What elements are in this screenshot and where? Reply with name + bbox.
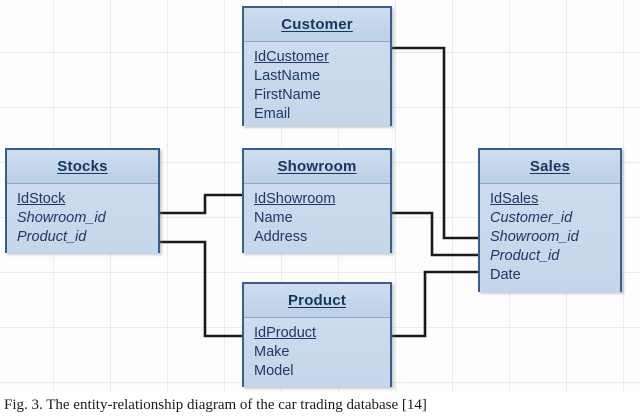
- entity-customer-title: Customer: [281, 16, 353, 33]
- entity-product[interactable]: Product IdProduct Make Model: [242, 282, 392, 387]
- attribute-row: IdSales: [490, 191, 539, 207]
- attribute-row: Model: [254, 363, 294, 379]
- attribute-row: Product_id: [17, 229, 87, 245]
- entity-customer[interactable]: Customer IdCustomer LastName FirstName E…: [242, 6, 392, 126]
- entity-showroom[interactable]: Showroom IdShowroom Name Address: [242, 148, 392, 253]
- connector-product-sales: [392, 270, 478, 338]
- attribute-row: Product_id: [490, 248, 560, 264]
- entity-sales-attributes: IdSales Customer_id Showroom_id Product_…: [480, 184, 620, 292]
- attribute-row: Showroom_id: [490, 229, 579, 245]
- entity-stocks[interactable]: Stocks IdStock Showroom_id Product_id: [5, 148, 160, 253]
- entity-product-title: Product: [287, 292, 347, 309]
- attribute-row: IdStock: [17, 191, 66, 207]
- connector-stocks-showroom: [160, 193, 242, 215]
- entity-sales-header: Sales: [480, 150, 620, 184]
- entity-showroom-attributes: IdShowroom Name Address: [244, 184, 390, 253]
- relationship-connectors: [160, 46, 478, 338]
- entity-stocks-title: Stocks: [57, 158, 108, 175]
- attribute-row: Showroom_id: [17, 210, 106, 226]
- attribute-row: Name: [254, 210, 293, 226]
- entity-stocks-header: Stocks: [7, 150, 158, 184]
- attribute-row: Customer_id: [490, 210, 573, 226]
- figure-caption-text: Fig. 3. The entity-relationship diagram …: [4, 397, 427, 413]
- entity-showroom-title: Showroom: [277, 158, 357, 175]
- attribute-row: Address: [254, 229, 308, 245]
- entity-product-header: Product: [244, 284, 390, 318]
- connector-customer-sales: [392, 46, 478, 240]
- attribute-row: Date: [490, 267, 521, 283]
- attribute-row: IdShowroom: [254, 191, 336, 207]
- entity-product-attributes: IdProduct Make Model: [244, 318, 390, 387]
- attribute-row: Email: [254, 106, 291, 122]
- attribute-row: LastName: [254, 68, 321, 84]
- figure-caption: Fig. 3. The entity-relationship diagram …: [0, 392, 640, 416]
- connector-stocks-product: [160, 240, 242, 338]
- connector-showroom-sales: [392, 211, 478, 257]
- entity-showroom-header: Showroom: [244, 150, 390, 184]
- diagram-canvas: Customer IdCustomer LastName FirstName E…: [0, 0, 640, 392]
- attribute-row: FirstName: [254, 87, 321, 103]
- attribute-row: IdCustomer: [254, 49, 329, 65]
- entity-sales[interactable]: Sales IdSales Customer_id Showroom_id Pr…: [478, 148, 622, 292]
- entity-customer-header: Customer: [244, 8, 390, 42]
- entity-sales-title: Sales: [529, 158, 571, 175]
- attribute-row: IdProduct: [254, 325, 317, 341]
- entity-customer-attributes: IdCustomer LastName FirstName Email: [244, 42, 390, 126]
- attribute-row: Make: [254, 344, 290, 360]
- entity-stocks-attributes: IdStock Showroom_id Product_id: [7, 184, 158, 253]
